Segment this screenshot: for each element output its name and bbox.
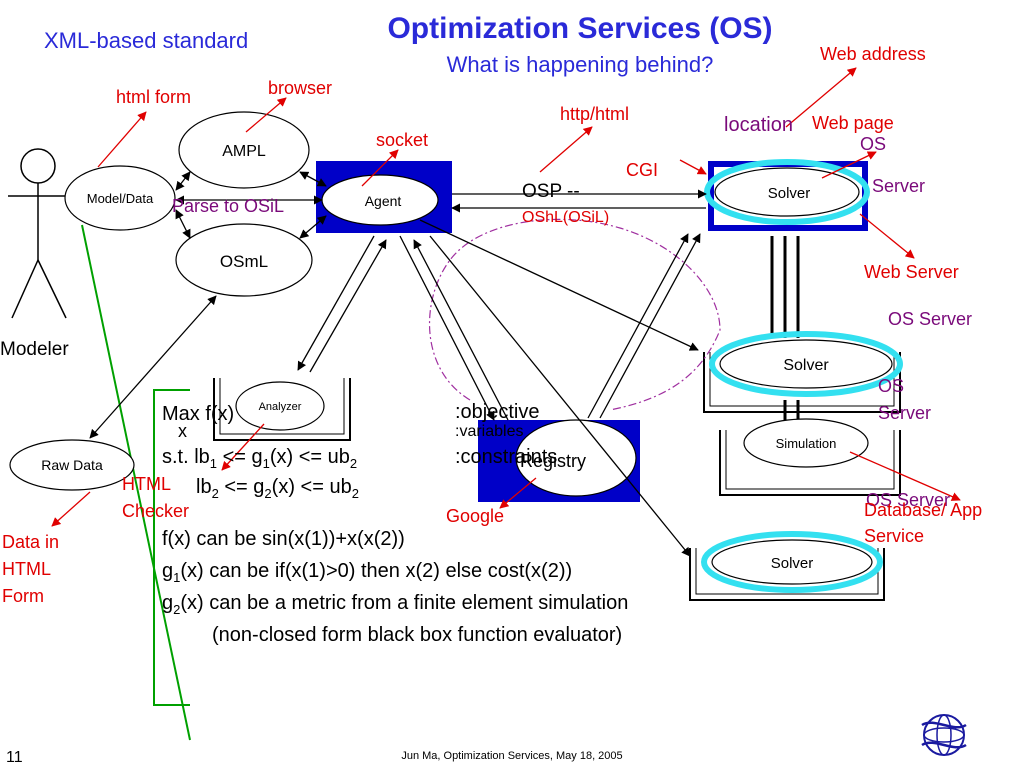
web-page-label: Web page — [812, 113, 894, 133]
simulation-label: Simulation — [776, 436, 837, 451]
math-line2-right: :variables — [455, 423, 523, 440]
model-data-label: Model/Data — [87, 191, 154, 206]
browser-label: browser — [268, 78, 332, 98]
math-line3-left: s.t. lb1 <= g1(x) <= ub2 — [162, 446, 357, 471]
web-boundary — [428, 218, 721, 411]
html-checker-line1: HTML — [122, 474, 171, 494]
os-server-top-line1: OS — [860, 134, 886, 154]
solver-top-server[interactable]: Solver — [704, 159, 870, 231]
html-form-label: html form — [116, 87, 191, 107]
osml-node[interactable]: OSmL — [175, 223, 313, 297]
oshl-label: OShL(OSiL) — [522, 209, 609, 226]
math-line3-right: :constraints — [455, 446, 557, 468]
math-line1-left: Max f(x) — [162, 403, 234, 425]
data-in-html-line2: HTML — [2, 559, 51, 579]
solver-bottom-label: Solver — [771, 555, 814, 572]
os-server-top-line2: Server — [872, 176, 925, 196]
raw-data-label: Raw Data — [41, 457, 103, 473]
solver-bottom-server[interactable]: Solver — [689, 531, 885, 601]
solver-mid-server[interactable]: Solver — [703, 331, 903, 413]
model-data-node[interactable]: Model/Data — [64, 165, 176, 231]
connection-arrows — [89, 171, 707, 557]
os-server-bottom-label: OS Server — [866, 490, 950, 510]
analyzer-node[interactable]: Analyzer — [213, 378, 351, 441]
server-links — [770, 236, 800, 420]
math-line1-right: :objective — [455, 401, 540, 423]
math-line2-left: x — [178, 421, 187, 441]
database-app-line2: Service — [864, 526, 924, 546]
math-line4: lb2 <= g2(x) <= ub2 — [196, 476, 359, 501]
cgi-label: CGI — [626, 160, 658, 180]
web-server-label: Web Server — [864, 262, 959, 282]
http-html-label: http/html — [560, 104, 629, 124]
os-server-side-line1: OS — [878, 376, 904, 396]
optimization-formulation: Max f(x) :objective x :variables s.t. lb… — [162, 401, 628, 646]
ampl-node[interactable]: AMPL — [178, 111, 310, 189]
solver-mid-label: Solver — [783, 357, 829, 374]
analyzer-label: Analyzer — [259, 401, 302, 413]
registry-label: Registry — [520, 451, 586, 471]
page-subtitle: What is happening behind? — [447, 52, 714, 77]
agent-label: Agent — [365, 193, 402, 209]
web-address-label: Web address — [820, 44, 926, 64]
xml-standard-note: XML-based standard — [44, 28, 248, 53]
math-line5: f(x) can be sin(x(1))+x(x(2)) — [162, 528, 405, 550]
osp-label: OSP -- — [522, 181, 580, 202]
raw-data-node[interactable]: Raw Data — [9, 439, 135, 491]
math-line7: g2(x) can be a metric from a finite elem… — [162, 592, 628, 617]
modeler-figure — [8, 148, 68, 319]
os-server-side-line2: Server — [878, 403, 931, 423]
math-line8: (non-closed form black box function eval… — [212, 624, 622, 646]
data-in-html-line3: Form — [2, 586, 44, 606]
solver-top-label: Solver — [768, 185, 811, 202]
agent-server[interactable]: Agent — [316, 161, 452, 233]
math-line6: g1(x) can be if(x(1)>0) then x(2) else c… — [162, 560, 572, 585]
parse-to-osil-label: Parse to OSiL — [172, 196, 284, 216]
footer-credit: Jun Ma, Optimization Services, May 18, 2… — [401, 750, 622, 762]
annotation-arrows — [51, 67, 961, 527]
html-checker-line2: Checker — [122, 501, 189, 521]
ampl-label: AMPL — [222, 143, 266, 160]
os-server-mid-label: OS Server — [888, 309, 972, 329]
simulation-server[interactable]: Simulation — [719, 418, 901, 496]
socket-label: socket — [376, 130, 428, 150]
os-logo-icon — [921, 714, 967, 756]
modeler-label: Modeler — [0, 339, 69, 360]
database-app-line1: Database/ App — [864, 500, 982, 520]
data-in-html-line1: Data in — [2, 532, 59, 552]
page-number: 11 — [6, 749, 23, 766]
location-label: location — [724, 114, 793, 136]
osml-label: OSmL — [220, 252, 268, 271]
page-title: Optimization Services (OS) — [387, 12, 772, 45]
google-label: Google — [446, 506, 504, 526]
